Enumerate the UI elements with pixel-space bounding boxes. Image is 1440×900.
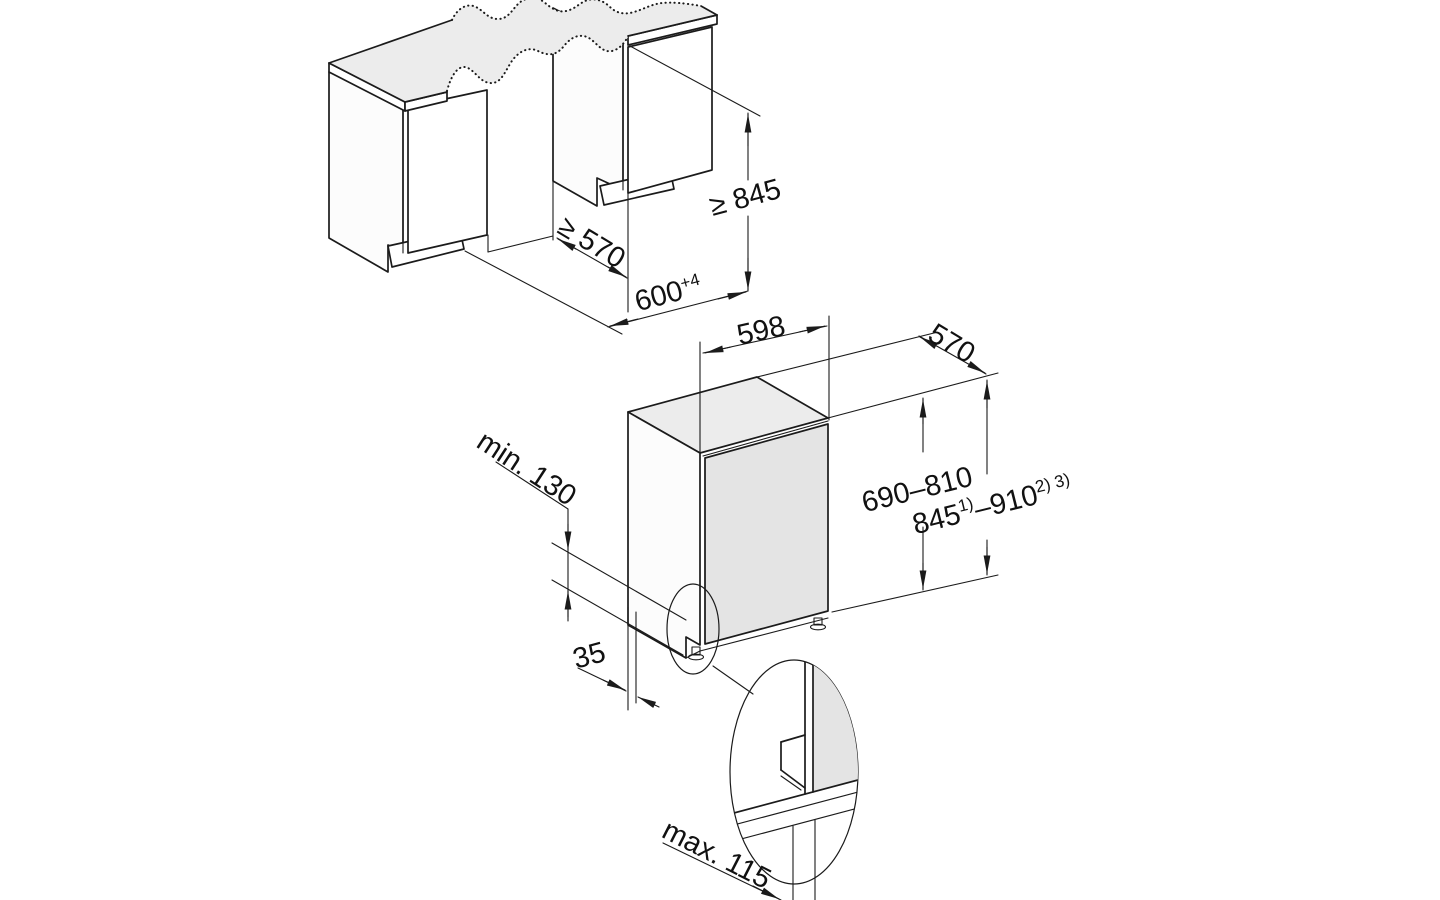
break-line-lower <box>446 34 629 92</box>
detail-plinth-notch <box>780 734 806 791</box>
right-cabinet <box>552 7 718 207</box>
dim-plinth-max: max. 115 <box>657 814 782 900</box>
left-cabinet-door <box>407 89 488 254</box>
appliance-figure: 598 570 690–810 8451)–9102) 3) <box>471 310 1072 900</box>
overall-height-to-note: 2) 3) <box>1033 470 1072 497</box>
niche-height-label: ≥ 845 <box>706 173 784 223</box>
dim-niche-height: ≥ 845 <box>706 112 784 292</box>
overall-height-from-note: 1) <box>956 494 975 516</box>
appliance-side <box>627 411 701 659</box>
appliance-feet <box>687 617 827 661</box>
niche-width-label: 600+4 <box>631 270 705 318</box>
dim-niche-depth: ≥ 570 <box>552 211 631 279</box>
appliance-depth-label: 570 <box>923 318 981 370</box>
plinth-min-label: min. 130 <box>471 425 582 512</box>
niche-figure: ≥ 845 ≥ 570 600+4 <box>328 0 784 335</box>
right-cabinet-door <box>627 26 713 194</box>
plinth-max-label: max. 115 <box>657 814 776 896</box>
dim-front-offset: 35 <box>570 606 660 711</box>
detail-source-ellipse <box>666 583 720 675</box>
appliance-door <box>704 423 829 645</box>
dim-build-height: 690–810 <box>859 397 976 591</box>
worktop-surface <box>329 0 717 102</box>
front-offset-label: 35 <box>570 636 609 675</box>
overall-height-to: –910 <box>971 479 1041 526</box>
left-cabinet <box>328 62 488 273</box>
dim-niche-width: 600+4 <box>607 270 749 328</box>
niche-depth-label: ≥ 570 <box>552 211 631 276</box>
detail-leader-line <box>712 665 754 695</box>
niche-width-tolerance: +4 <box>678 270 702 293</box>
break-line-upper <box>451 0 702 21</box>
appliance-width-label: 598 <box>734 310 788 352</box>
niche-width-value: 600 <box>631 275 686 318</box>
